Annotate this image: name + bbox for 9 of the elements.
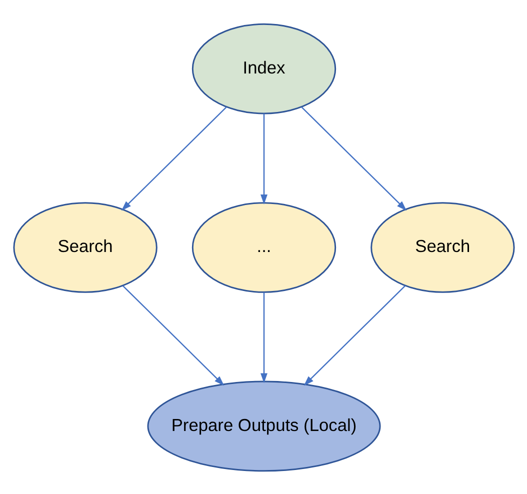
arrow [260, 113, 267, 204]
arrow [260, 292, 267, 383]
node-ellipse: ... [191, 202, 336, 292]
node-ellipse: Index [191, 22, 336, 114]
arrow [122, 284, 224, 386]
arrow [303, 284, 406, 386]
node-ellipse: Prepare Outputs (Local) [146, 380, 380, 472]
arrow [120, 106, 226, 210]
arrow [300, 106, 406, 210]
